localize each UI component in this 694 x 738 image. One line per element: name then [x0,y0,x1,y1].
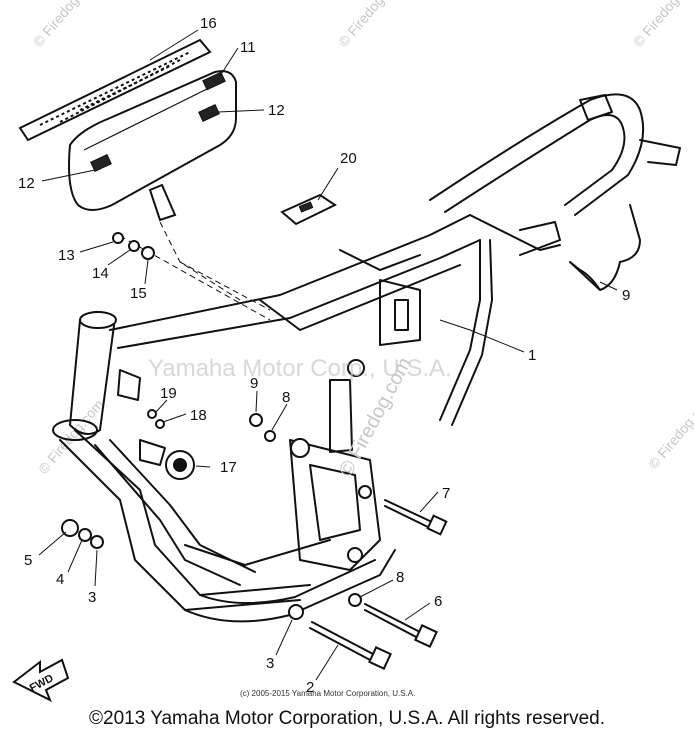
part-8-washer [348,593,362,607]
part-15-nut [141,246,155,260]
callout-5: 5 [24,552,32,569]
assembly-line [159,221,241,301]
part-4-washer [78,528,92,542]
part-1-frame [52,93,681,623]
leader-lines [38,29,618,681]
callout-18: 18 [190,407,207,424]
callout-2: 2 [306,679,314,696]
part-3-collar [90,535,104,549]
watermark-corner: © Firedog.com [335,0,406,50]
part-2-bolt [309,621,392,670]
watermark-corner: © Firedog.com [630,0,694,50]
callout-12: 12 [18,175,35,192]
part-19-bolt [147,409,157,419]
callout-19: 19 [160,385,177,402]
callout-8: 8 [396,569,404,586]
part-14-washer [128,240,140,252]
part-8-washer [264,430,276,442]
callout-10: 9 [622,287,630,304]
part-17-sprocket [165,450,195,480]
callout-labels: 16 11 12 12 20 13 14 15 1 9 9 8 19 18 17… [18,15,630,696]
callout-8: 8 [282,389,290,406]
part-13-bolt [112,232,124,244]
callout-3: 3 [266,655,274,672]
part-18-washer [155,419,165,429]
copyright-small: (c) 2005-2015 Yamaha Motor Corporation, … [240,689,415,698]
copyright-main: ©2013 Yamaha Motor Corporation, U.S.A. A… [89,708,605,729]
part-20-bracket [280,193,338,226]
callout-14: 14 [92,265,109,282]
callout-15: 15 [130,285,147,302]
callout-7: 7 [442,485,450,502]
part-10-grab-handle [569,204,641,291]
part-3-collar [288,604,304,620]
callout-20: 20 [340,150,357,167]
part-9-nut [249,413,263,427]
callout-12: 12 [268,102,285,119]
watermark-center: Yamaha Motor Corp., U.S.A. [148,355,452,382]
fwd-arrow: FWD [12,658,70,703]
callout-9: 9 [250,375,258,392]
callout-3: 3 [88,589,96,606]
callout-11: 11 [240,39,256,56]
part-16-strip [18,38,212,142]
callout-4: 4 [56,571,64,588]
callout-1: 1 [528,347,536,364]
callout-13: 13 [58,247,75,264]
callout-6: 6 [434,593,442,610]
watermark-corner: © Firedog.com [30,0,101,50]
assembly-line [119,235,271,321]
part-6-bolt [364,603,438,648]
callout-17: 17 [220,459,237,476]
part-11-side-cover [68,70,237,222]
part-10-grab-handle [569,261,621,291]
callout-16: 16 [200,15,217,32]
watermark-corner: © Firedog.com [645,391,694,472]
part-7-bolt [384,499,448,536]
assembly-line [179,261,271,311]
